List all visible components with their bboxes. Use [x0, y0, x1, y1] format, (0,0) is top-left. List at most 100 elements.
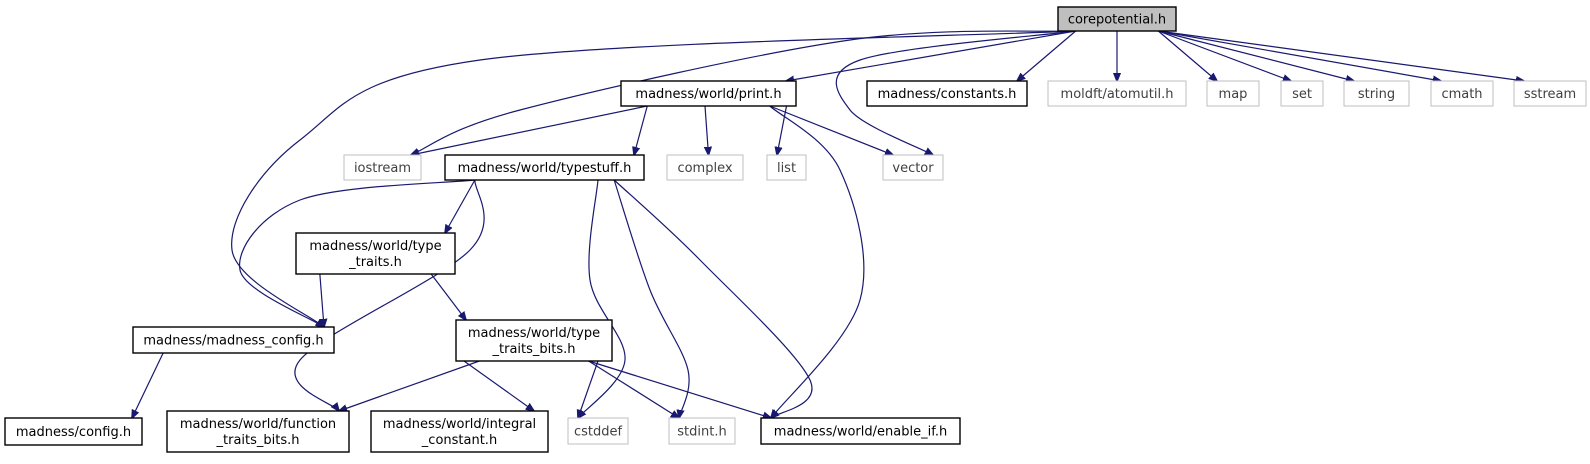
node-box	[668, 417, 736, 445]
node-label: madness/world/function	[180, 417, 336, 432]
node-label: _traits_bits.h	[216, 433, 300, 448]
node-cmath: cmath	[1430, 80, 1494, 107]
node-box	[666, 154, 744, 181]
node-label: madness/world/integral	[383, 417, 536, 432]
node-box	[4, 417, 143, 446]
node-atomutil: moldft/atomutil.h	[1047, 80, 1187, 107]
node-label: cstddef	[574, 425, 623, 440]
node-label: complex	[677, 161, 732, 176]
node-print[interactable]: madness/world/print.h	[620, 80, 797, 107]
edges	[132, 30, 1524, 418]
node-box	[343, 154, 422, 181]
node-sstream: sstream	[1513, 80, 1587, 107]
node-label: stdint.h	[677, 425, 726, 440]
edge-root-to-string	[1158, 30, 1354, 81]
edge-root-to-map	[1157, 30, 1217, 81]
node-label: madness/config.h	[16, 425, 131, 440]
node-iostream: iostream	[343, 154, 422, 181]
edge-typestuff-to-function_traits_bits	[294, 179, 485, 411]
edge-root-to-constants	[1017, 30, 1077, 81]
node-box	[444, 154, 645, 181]
node-box	[1047, 80, 1187, 107]
node-label: moldft/atomutil.h	[1061, 87, 1174, 102]
edge-type_traits_bits-to-enable_if	[588, 360, 771, 418]
edge-print-to-list	[777, 105, 788, 155]
node-box	[166, 410, 350, 453]
node-string: string	[1343, 80, 1410, 107]
node-stdint: stdint.h	[668, 417, 736, 445]
node-label: _constant.h	[421, 433, 497, 448]
edge-print-to-iostream	[411, 105, 648, 155]
node-label: list	[777, 161, 796, 176]
node-box	[1206, 80, 1260, 107]
edge-type_traits_bits-to-stdint	[588, 360, 679, 418]
node-config[interactable]: madness/config.h	[4, 417, 143, 446]
node-typestuff[interactable]: madness/world/typestuff.h	[444, 154, 645, 181]
node-madness_config[interactable]: madness/madness_config.h	[132, 326, 335, 354]
node-root[interactable]: corepotential.h	[1057, 6, 1177, 32]
edge-root-to-iostream	[411, 30, 1076, 155]
edge-typestuff-to-enable_if	[613, 179, 813, 418]
edge-typestuff-to-stdint	[613, 179, 690, 418]
node-integral_constant[interactable]: madness/world/integral_constant.h	[370, 410, 549, 453]
node-box	[295, 232, 456, 275]
node-label: madness/world/typestuff.h	[458, 161, 632, 176]
node-box	[1280, 80, 1324, 107]
edge-type_traits-to-type_traits_bits	[430, 273, 466, 320]
node-constants[interactable]: madness/constants.h	[866, 80, 1028, 107]
edge-root-to-cmath	[1158, 30, 1441, 81]
node-type_traits_bits[interactable]: madness/world/type_traits_bits.h	[455, 319, 613, 362]
node-type_traits[interactable]: madness/world/type_traits.h	[295, 232, 456, 275]
node-box	[455, 319, 613, 362]
node-label: madness/madness_config.h	[143, 334, 323, 349]
node-box	[1513, 80, 1587, 107]
node-function_traits_bits[interactable]: madness/world/function_traits_bits.h	[166, 410, 350, 453]
node-label: madness/world/type	[468, 326, 600, 341]
node-map: map	[1206, 80, 1260, 107]
node-box	[370, 410, 549, 453]
edge-root-to-print	[786, 30, 1076, 81]
node-box	[1343, 80, 1410, 107]
node-enable_if[interactable]: madness/world/enable_if.h	[760, 417, 961, 445]
edge-typestuff-to-type_traits	[445, 179, 476, 233]
node-label: map	[1219, 87, 1248, 102]
node-label: iostream	[354, 161, 411, 176]
node-vector: vector	[882, 154, 944, 181]
edge-type_traits-to-madness_config	[320, 273, 324, 327]
node-box	[766, 154, 807, 181]
node-box	[760, 417, 961, 445]
node-box	[1430, 80, 1494, 107]
node-set: set	[1280, 80, 1324, 107]
edge-root-to-vector	[835, 30, 1076, 155]
edge-type_traits_bits-to-function_traits_bits	[339, 360, 480, 411]
node-label: madness/constants.h	[878, 87, 1017, 102]
node-box	[866, 80, 1028, 107]
edge-print-to-enable_if	[769, 105, 865, 418]
node-label: _traits.h	[348, 255, 402, 270]
node-label: madness/world/type	[309, 239, 441, 254]
node-label: cmath	[1441, 87, 1482, 102]
edge-type_traits_bits-to-cstddef	[578, 360, 599, 418]
node-list: list	[766, 154, 807, 181]
edge-print-to-vector	[769, 105, 893, 155]
edge-root-to-set	[1158, 30, 1291, 81]
node-box	[132, 326, 335, 354]
node-label: sstream	[1524, 87, 1576, 102]
node-box	[620, 80, 797, 107]
node-box	[1057, 6, 1177, 32]
edge-print-to-typestuff	[634, 105, 648, 155]
node-label: corepotential.h	[1068, 13, 1166, 28]
node-complex: complex	[666, 154, 744, 181]
node-cstddef: cstddef	[567, 417, 629, 445]
edge-root-to-sstream	[1158, 30, 1524, 81]
node-label: string	[1358, 87, 1395, 102]
edge-typestuff-to-madness_config	[239, 179, 475, 327]
edge-madness_config-to-config	[132, 352, 164, 418]
node-box	[567, 417, 629, 445]
node-label: madness/world/enable_if.h	[774, 425, 947, 440]
edge-print-to-complex	[705, 105, 709, 155]
node-label: vector	[892, 161, 934, 176]
node-box	[882, 154, 944, 181]
node-label: madness/world/print.h	[635, 87, 781, 102]
